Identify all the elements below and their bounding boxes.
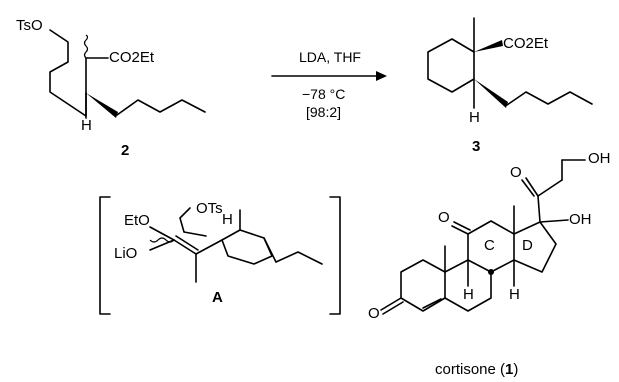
compound-2-ester-label: CO2Et: [109, 49, 155, 66]
compound-3-ester-label: CO2Et: [503, 35, 549, 52]
compound-2-h-label: H: [81, 117, 92, 134]
intermediate-a-structure: [149, 207, 323, 283]
cortisone-ring-d-label: D: [522, 237, 533, 254]
cortisone-h9-label: H: [463, 286, 474, 303]
compound-3-structure: [427, 17, 593, 109]
cortisone-o-chain-label: O: [510, 164, 522, 181]
temperature-label: −78 °C: [302, 86, 345, 102]
compound-3-number: 3: [472, 138, 480, 155]
intermediate-a-eto-label: EtO: [124, 212, 150, 229]
cortisone-caption: cortisone (1): [435, 361, 518, 378]
reaction-arrow: [271, 71, 387, 81]
compound-3-h-label: H: [469, 109, 480, 126]
compound-2-tso-label: TsO: [16, 17, 43, 34]
cortisone-structure: [380, 159, 586, 315]
intermediate-a-ots-label: OTs: [196, 200, 223, 217]
selectivity-label: [98:2]: [306, 104, 341, 120]
cortisone-oh-side-label: OH: [569, 211, 592, 228]
cortisone-o-3-label: O: [368, 305, 380, 322]
cortisone-ring-c-label: C: [484, 237, 495, 254]
cortisone-o-11-label: O: [438, 209, 450, 226]
cortisone-h14-label: H: [509, 286, 520, 303]
reagents-label: LDA, THF: [299, 49, 361, 65]
intermediate-a-lio-label: LiO: [114, 245, 137, 262]
bracket-right: [329, 196, 341, 315]
intermediate-a-h-label: H: [222, 211, 233, 228]
compound-2-number: 2: [121, 142, 129, 159]
compound-2-structure: [49, 29, 206, 119]
cortisone-oh-top-label: OH: [588, 150, 611, 167]
bracket-left: [99, 196, 111, 315]
intermediate-a-label: A: [212, 289, 223, 306]
